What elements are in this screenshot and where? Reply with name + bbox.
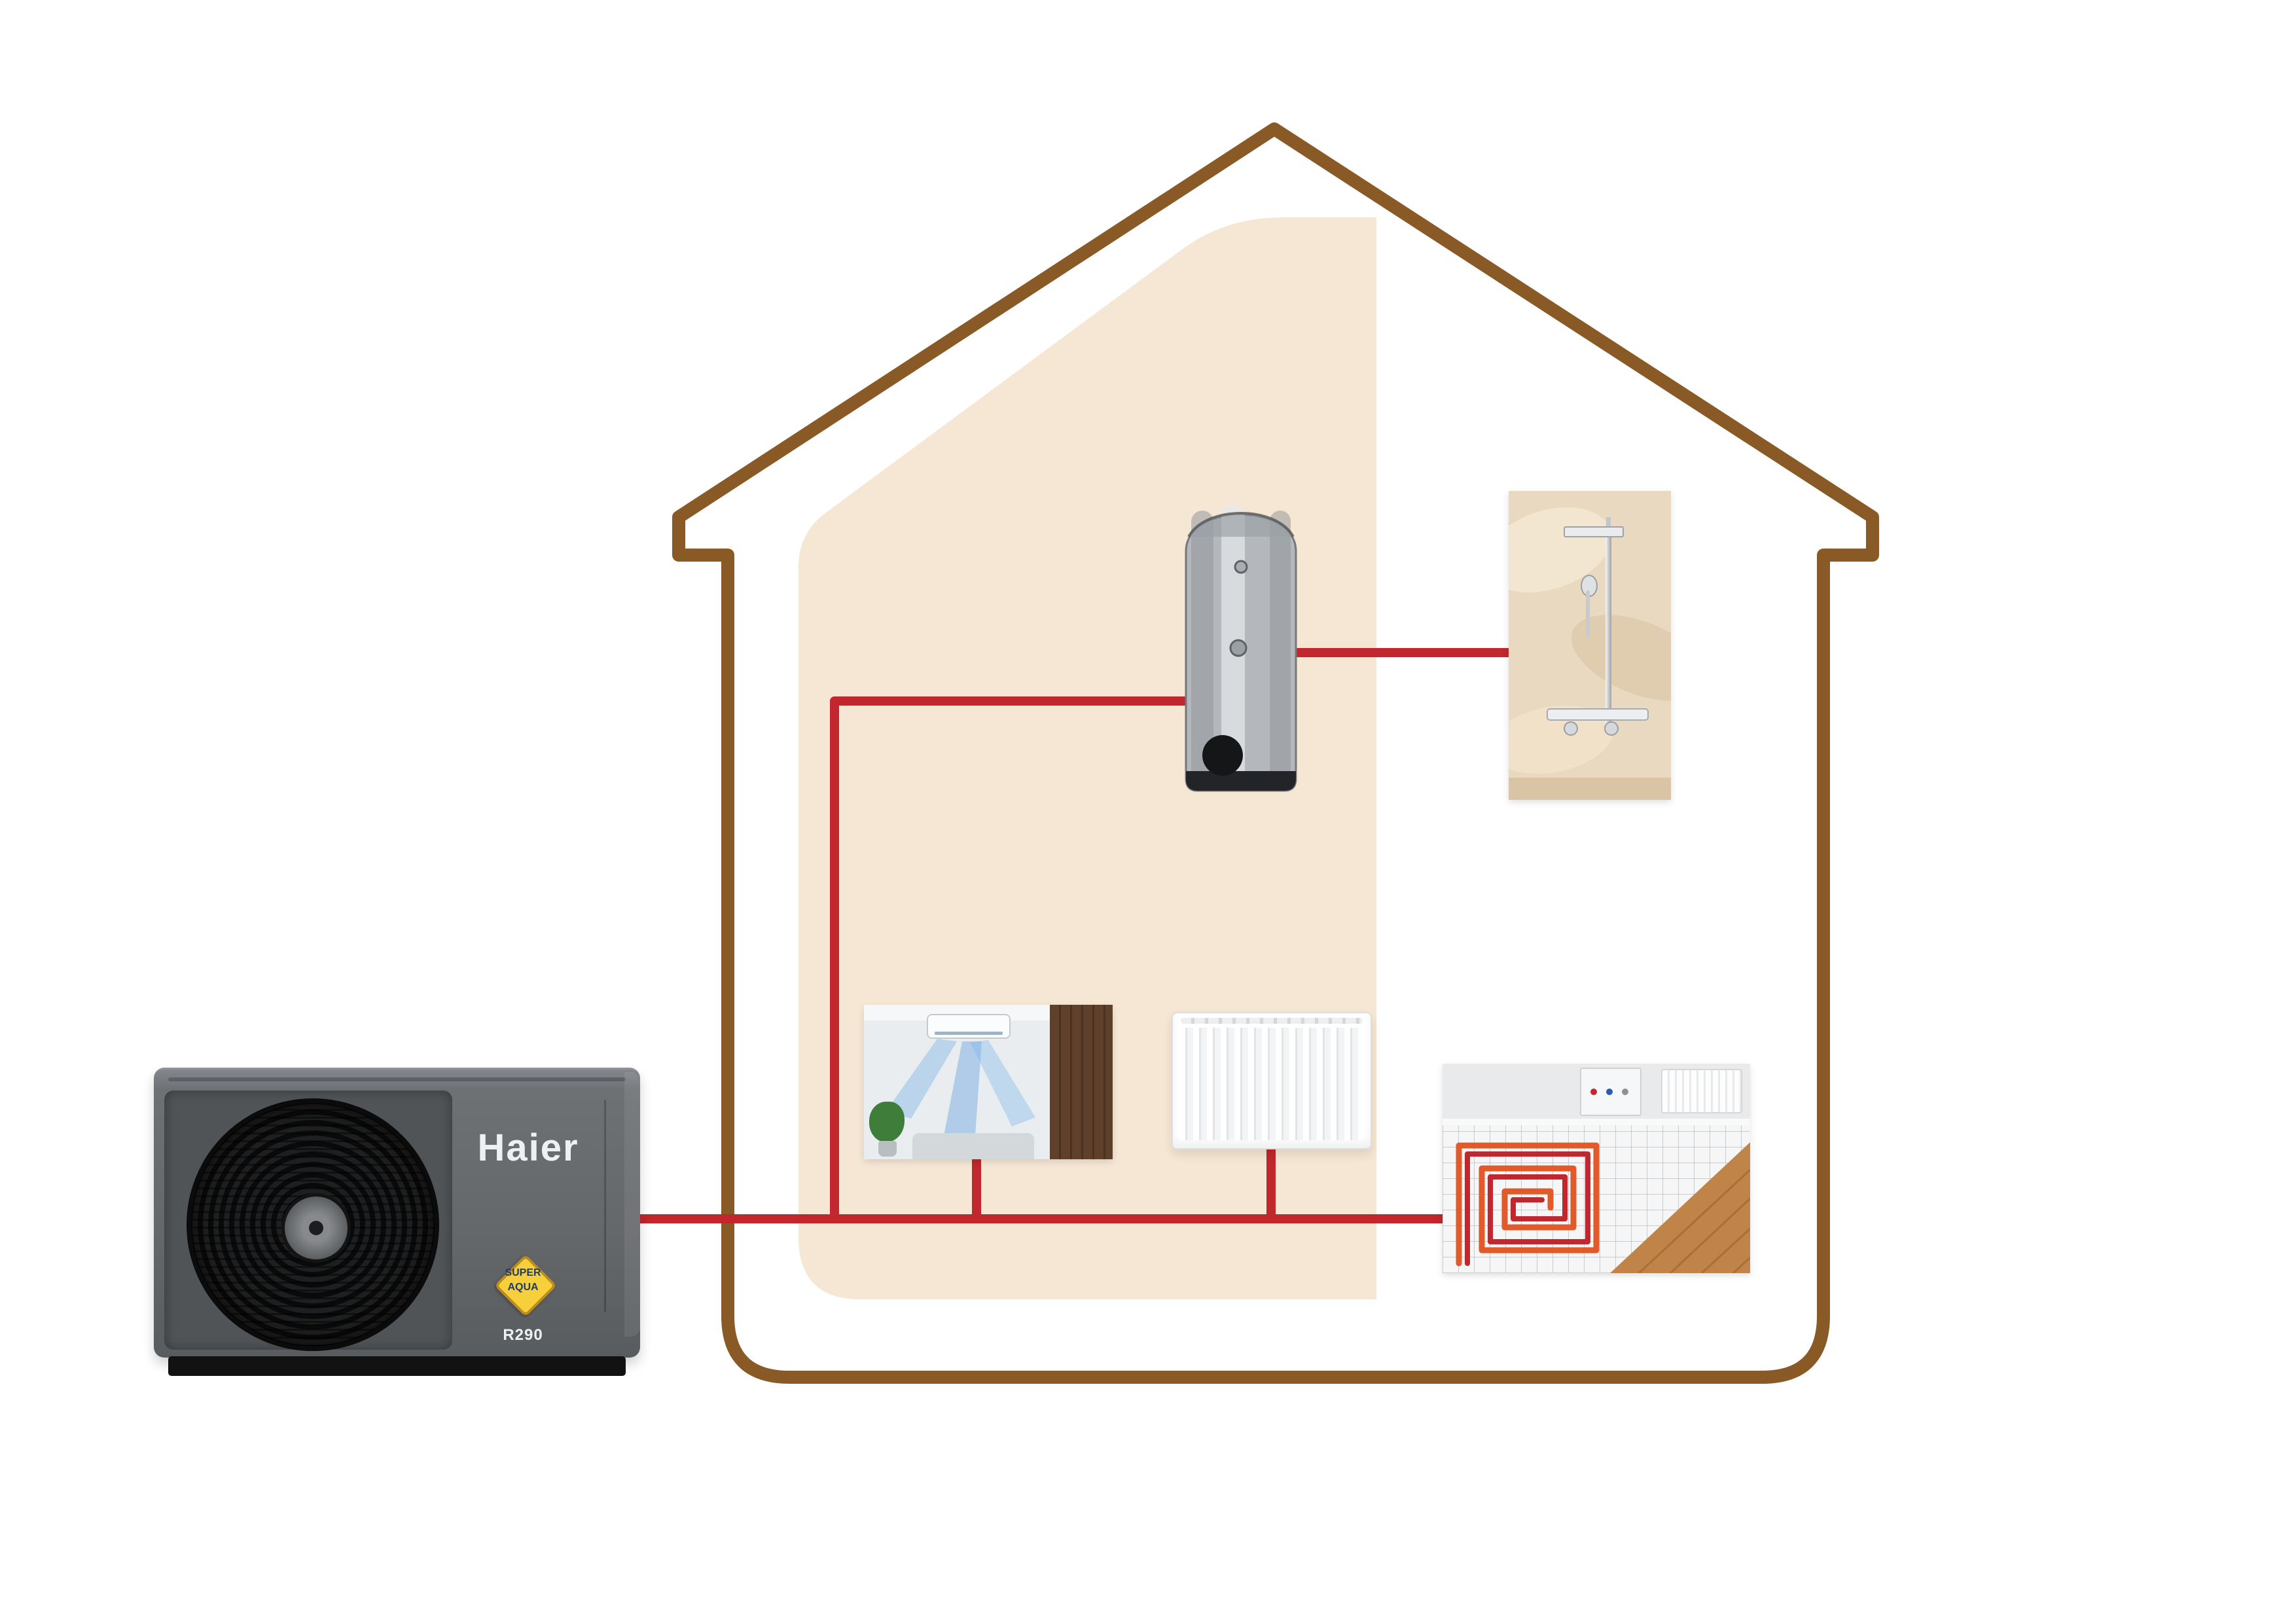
tank-port-lower [1229, 639, 1247, 657]
model-label: R290 [503, 1326, 543, 1344]
shower-fixture [1509, 491, 1671, 800]
panel-radiator [1172, 1012, 1372, 1149]
handheld-hose [1586, 590, 1590, 638]
sofa-shape [912, 1133, 1034, 1159]
fan-coil-unit-icon [927, 1014, 1011, 1039]
floor-pipes-and-wood [1456, 1142, 1750, 1273]
pipe-network [615, 648, 1515, 1223]
tank-top-seam [1187, 512, 1295, 538]
side-cap [624, 1072, 640, 1337]
manifold-cabinet-icon [1580, 1068, 1641, 1116]
shower-knob [1604, 721, 1619, 736]
shower-knob [1564, 721, 1578, 736]
indoor-fan-coil-room [864, 1005, 1113, 1159]
tank-bottom-band [1186, 771, 1296, 791]
brand-logo: Haier [477, 1127, 579, 1169]
wood-floor [1610, 1142, 1750, 1273]
house-outline [672, 122, 1879, 1384]
pipe-tank-loop [830, 696, 1186, 1223]
badge-line2: AQUA [507, 1282, 539, 1293]
air-flow-streams [886, 1039, 1035, 1136]
shower-riser-pipe [1605, 535, 1611, 734]
heating-pipe-inner [1465, 1151, 1590, 1266]
heating-pipe-outer [1456, 1142, 1600, 1267]
heat-pump-outdoor-unit: Haier SUPER AQUA R290 [154, 1068, 640, 1376]
wood-plank-lines [1638, 1168, 1750, 1273]
plant-icon [869, 1102, 905, 1142]
manifold-valve-blue [1606, 1089, 1613, 1095]
shower-valve-shelf [1547, 708, 1649, 721]
hot-water-storage-tank [1183, 491, 1299, 810]
tank-shade-right [1270, 511, 1291, 783]
fan-icon [187, 1098, 439, 1351]
tank-illustration [1185, 504, 1297, 792]
badge-text: SUPER AQUA [490, 1266, 556, 1295]
rain-shower-head-icon [1564, 526, 1624, 537]
radiator-top-grille [1181, 1018, 1363, 1024]
badge-line1: SUPER [505, 1267, 541, 1278]
plant-pot [878, 1141, 897, 1157]
fan-hub [281, 1193, 351, 1263]
fan-coil-vent [935, 1032, 1003, 1035]
tank-access-circle [1202, 735, 1243, 776]
panel-seam [604, 1100, 606, 1312]
radiator-fins [1179, 1028, 1364, 1140]
manifold-valve-red [1590, 1089, 1597, 1095]
baseboard [1443, 1119, 1750, 1125]
underfloor-heating-floor [1443, 1064, 1750, 1273]
heat-pump-top-groove [168, 1077, 626, 1081]
manifold-valve-gray [1622, 1089, 1628, 1095]
tank-port-upper [1234, 560, 1248, 574]
air-stream-right [970, 1040, 1035, 1127]
shower-floor [1509, 778, 1671, 800]
shower-head-stem [1606, 517, 1611, 528]
tank-top-cap [1189, 513, 1293, 537]
air-stream-center [944, 1041, 982, 1136]
air-stream-left [886, 1039, 957, 1119]
heat-pump-base [168, 1356, 626, 1376]
marble-swirl [1559, 597, 1671, 719]
wall-radiator-icon [1661, 1069, 1742, 1113]
super-aqua-badge: SUPER AQUA [490, 1250, 558, 1318]
fan-hub-dot [309, 1221, 323, 1235]
heat-pump-body: Haier SUPER AQUA R290 [154, 1068, 640, 1358]
tank-shade-left [1191, 511, 1213, 783]
wood-slat-wall [1050, 1005, 1113, 1159]
